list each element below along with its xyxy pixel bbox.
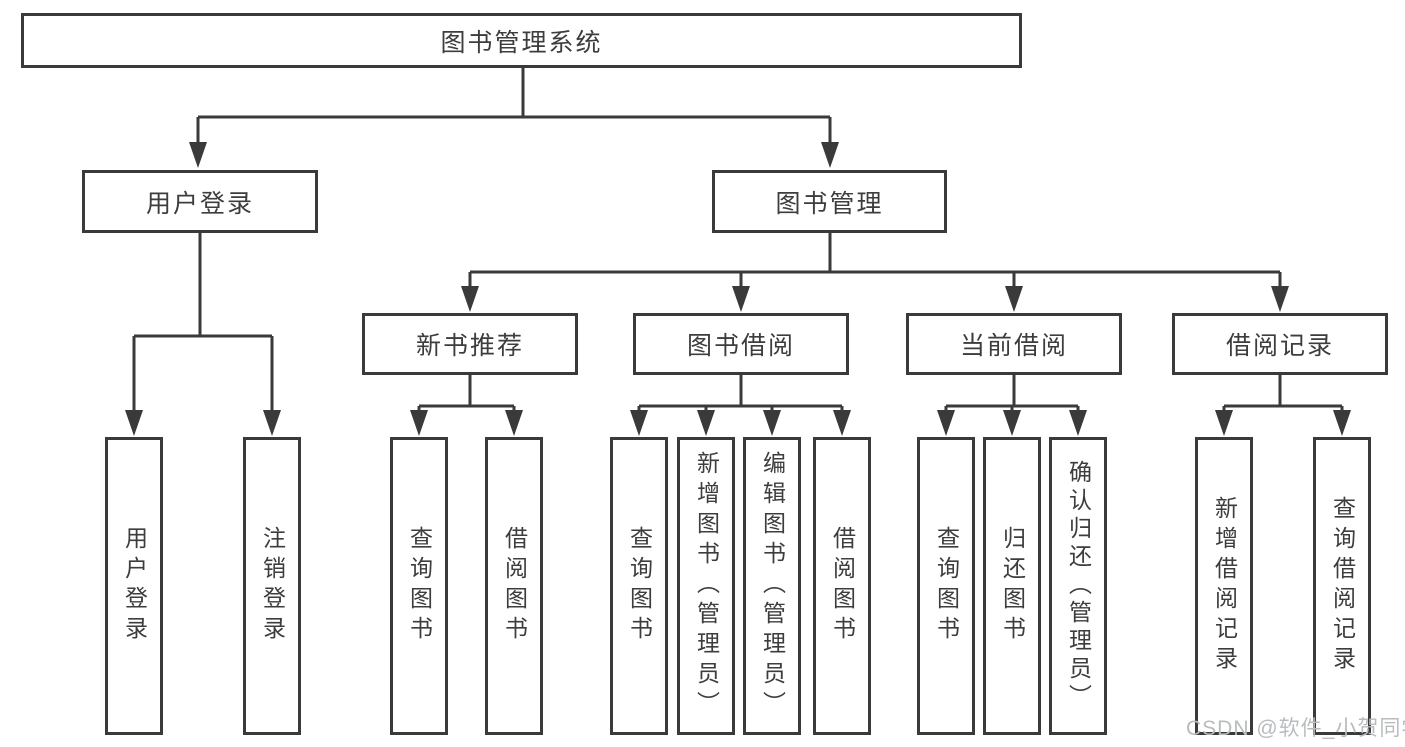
connector-root-to-level1: [189, 68, 839, 168]
leaf-user-login-label: 用户登录: [121, 526, 148, 646]
leaf-add-books-admin-label: 新增图书（管理员）: [693, 451, 720, 721]
leaf-borrow-books-recommend: 借阅图书: [485, 437, 543, 735]
leaf-query-books-current: 查询图书: [917, 437, 975, 735]
node-current-borrowing: 当前借阅: [906, 313, 1122, 375]
node-book-management-label: 图书管理: [775, 189, 884, 218]
leaf-query-books-borrow-label: 查询图书: [626, 526, 653, 646]
node-book-borrowing: 图书借阅: [633, 313, 849, 375]
node-user-login-label: 用户登录: [145, 189, 254, 218]
leaf-edit-books-admin: 编辑图书（管理员）: [743, 437, 801, 735]
leaf-borrow-books-label: 借阅图书: [829, 526, 856, 646]
leaf-logout-label: 注销登录: [259, 526, 286, 646]
leaf-add-books-admin: 新增图书（管理员）: [677, 437, 735, 735]
connector-book-management-to-level2: [461, 233, 1289, 312]
leaf-confirm-return-admin: 确认归还（管理员）: [1049, 437, 1107, 735]
leaf-return-books: 归还图书: [983, 437, 1041, 735]
leaf-borrow-books-recommend-label: 借阅图书: [501, 526, 528, 646]
leaf-query-books-recommend: 查询图书: [390, 437, 448, 735]
leaf-borrow-books: 借阅图书: [813, 437, 871, 735]
node-borrowing-records-label: 借阅记录: [1225, 332, 1334, 360]
leaf-query-borrow-record-label: 查询借阅记录: [1329, 496, 1356, 676]
csdn-watermark: CSDN @软件_小贺同学: [1186, 717, 1405, 740]
node-book-borrowing-label: 图书借阅: [686, 332, 795, 360]
leaf-return-books-label: 归还图书: [999, 526, 1026, 646]
connector-user-login-to-leaves: [125, 233, 281, 436]
node-library-system: 图书管理系统: [21, 13, 1022, 68]
leaf-query-borrow-record: 查询借阅记录: [1313, 437, 1371, 735]
leaf-query-books-recommend-label: 查询图书: [406, 526, 433, 646]
connector-current-borrowing-to-leaves: [937, 375, 1087, 436]
node-current-borrowing-label: 当前借阅: [959, 332, 1068, 360]
leaf-query-books-borrow: 查询图书: [610, 437, 668, 735]
leaf-confirm-return-admin-label: 确认归还（管理员）: [1065, 460, 1092, 712]
connector-new-book-to-leaves: [410, 375, 523, 436]
leaf-add-borrow-record: 新增借阅记录: [1195, 437, 1253, 735]
leaf-edit-books-admin-label: 编辑图书（管理员）: [759, 451, 786, 721]
node-borrowing-records: 借阅记录: [1172, 313, 1388, 375]
node-new-book-recommendation: 新书推荐: [362, 313, 578, 375]
leaf-logout: 注销登录: [243, 437, 301, 735]
node-user-login: 用户登录: [82, 170, 318, 233]
node-new-book-recommendation-label: 新书推荐: [415, 332, 524, 360]
node-library-system-label: 图书管理系统: [440, 28, 603, 57]
connector-book-borrowing-to-leaves: [630, 375, 851, 436]
leaf-query-books-current-label: 查询图书: [933, 526, 960, 646]
connector-borrowing-records-to-leaves: [1215, 375, 1351, 436]
leaf-user-login: 用户登录: [105, 437, 163, 735]
node-book-management: 图书管理: [712, 170, 947, 233]
leaf-add-borrow-record-label: 新增借阅记录: [1211, 496, 1238, 676]
